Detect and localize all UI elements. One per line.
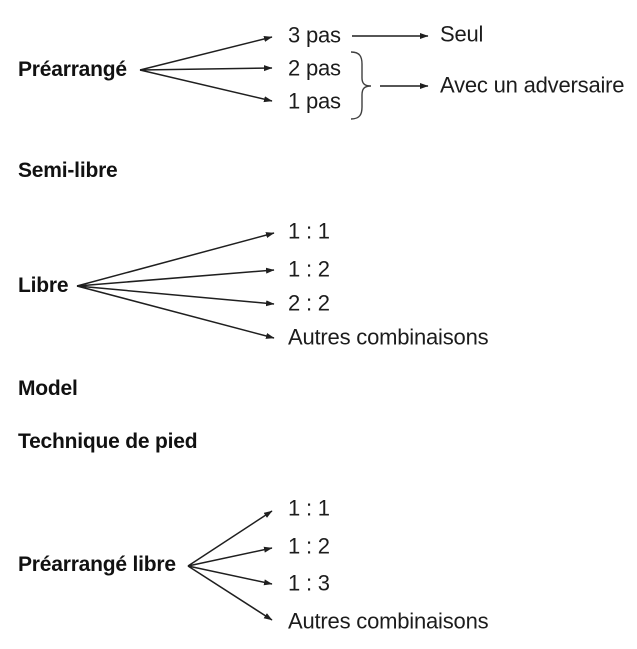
- node-prearrange-libre-option-autres: Autres combinaisons: [288, 608, 489, 634]
- fan-arrow: [139, 65, 273, 72]
- node-seul: Seul: [440, 21, 484, 47]
- node-libre-option-autres: Autres combinaisons: [288, 324, 489, 350]
- heading-semi-libre: Semi-libre: [18, 159, 118, 183]
- node-libre-option-1-1: 1 : 1: [288, 218, 330, 244]
- fan-arrow: [76, 285, 275, 339]
- node-step-2pas: 2 pas: [288, 55, 341, 81]
- fan-arrow: [187, 546, 273, 567]
- fan-arrow: [187, 565, 273, 586]
- node-step-3pas: 3 pas: [288, 22, 341, 48]
- node-avec-un-adversaire: Avec un adversaire: [440, 72, 625, 98]
- node-prearrange-root: Préarrangé: [18, 58, 127, 82]
- fan-arrow: [139, 36, 273, 71]
- fan-arrow: [187, 510, 273, 567]
- node-prearrange-libre-option-1-1: 1 : 1: [288, 495, 330, 521]
- node-step-1pas: 1 pas: [288, 88, 341, 114]
- fan-arrow: [76, 285, 275, 307]
- node-libre-root: Libre: [18, 274, 69, 298]
- fan-arrow: [187, 565, 273, 621]
- node-libre-option-1-2: 1 : 2: [288, 256, 330, 282]
- fan-arrow: [139, 69, 273, 103]
- heading-technique-de-pied: Technique de pied: [18, 430, 198, 454]
- fan-arrow: [76, 267, 275, 287]
- brace: [350, 51, 372, 120]
- heading-model: Model: [18, 377, 78, 401]
- node-libre-option-2-2: 2 : 2: [288, 290, 330, 316]
- node-prearrange-libre-option-1-2: 1 : 2: [288, 533, 330, 559]
- fan-arrow: [76, 232, 275, 287]
- node-prearrange-libre-option-1-3: 1 : 3: [288, 570, 330, 596]
- node-prearrange-libre-root: Préarrangé libre: [18, 553, 176, 577]
